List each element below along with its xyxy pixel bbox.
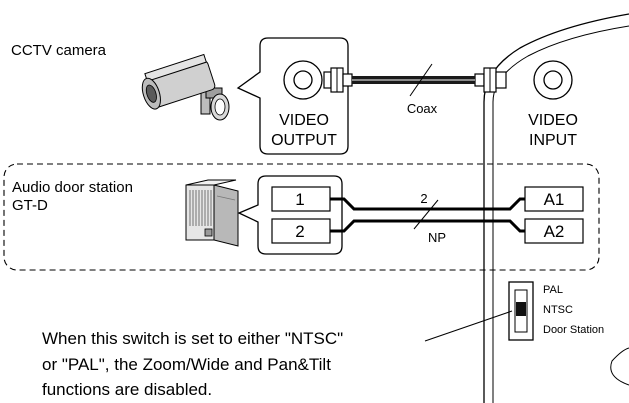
switch-option-ntsc: NTSC [543,304,573,316]
bnc-connector-right-icon [474,67,507,93]
video-output-label-line2: OUTPUT [271,132,337,149]
note-line-2: or "PAL", the Zoom/Wide and Pan&Tilt [42,355,331,374]
audio-door-station-icon [185,179,239,247]
terminal-2-label: 2 [295,222,304,241]
np-wire-pair [330,197,525,233]
door-station-wiring-group [3,163,600,271]
terminal-1-box [271,186,331,212]
video-output-label-line1: VIDEO [279,112,329,129]
coax-cable [352,63,475,97]
coax-label: Coax [407,101,438,116]
wire-type-label: NP [428,230,446,245]
door-station-label-line2: GT-D [12,197,48,214]
cctv-camera-label: CCTV camera [11,42,107,59]
terminal-a2-label: A2 [544,222,565,241]
switch-option-pal: PAL [543,284,563,296]
video-input-label-line2: INPUT [529,132,577,149]
unit-right-edge [610,347,629,386]
note-line-3: functions are disabled. [42,380,212,399]
cctv-camera-icon [141,53,230,121]
door-station-label-line1: Audio door station [12,179,133,196]
terminal-1-label: 1 [295,190,304,209]
video-input-label-line1: VIDEO [528,112,578,129]
note-line-1: When this switch is set to either "NTSC" [42,329,343,348]
bnc-connector-left-icon [323,67,353,93]
mode-switch-knob[interactable] [516,302,526,316]
switch-option-door-station: Door Station [543,324,604,336]
terminal-a1-label: A1 [544,190,565,209]
terminal-a2-box [524,218,584,244]
terminal-a1-box [524,186,584,212]
wire-count-label: 2 [420,191,427,206]
terminal-2-box [271,218,331,244]
note-leader-line [424,310,513,342]
